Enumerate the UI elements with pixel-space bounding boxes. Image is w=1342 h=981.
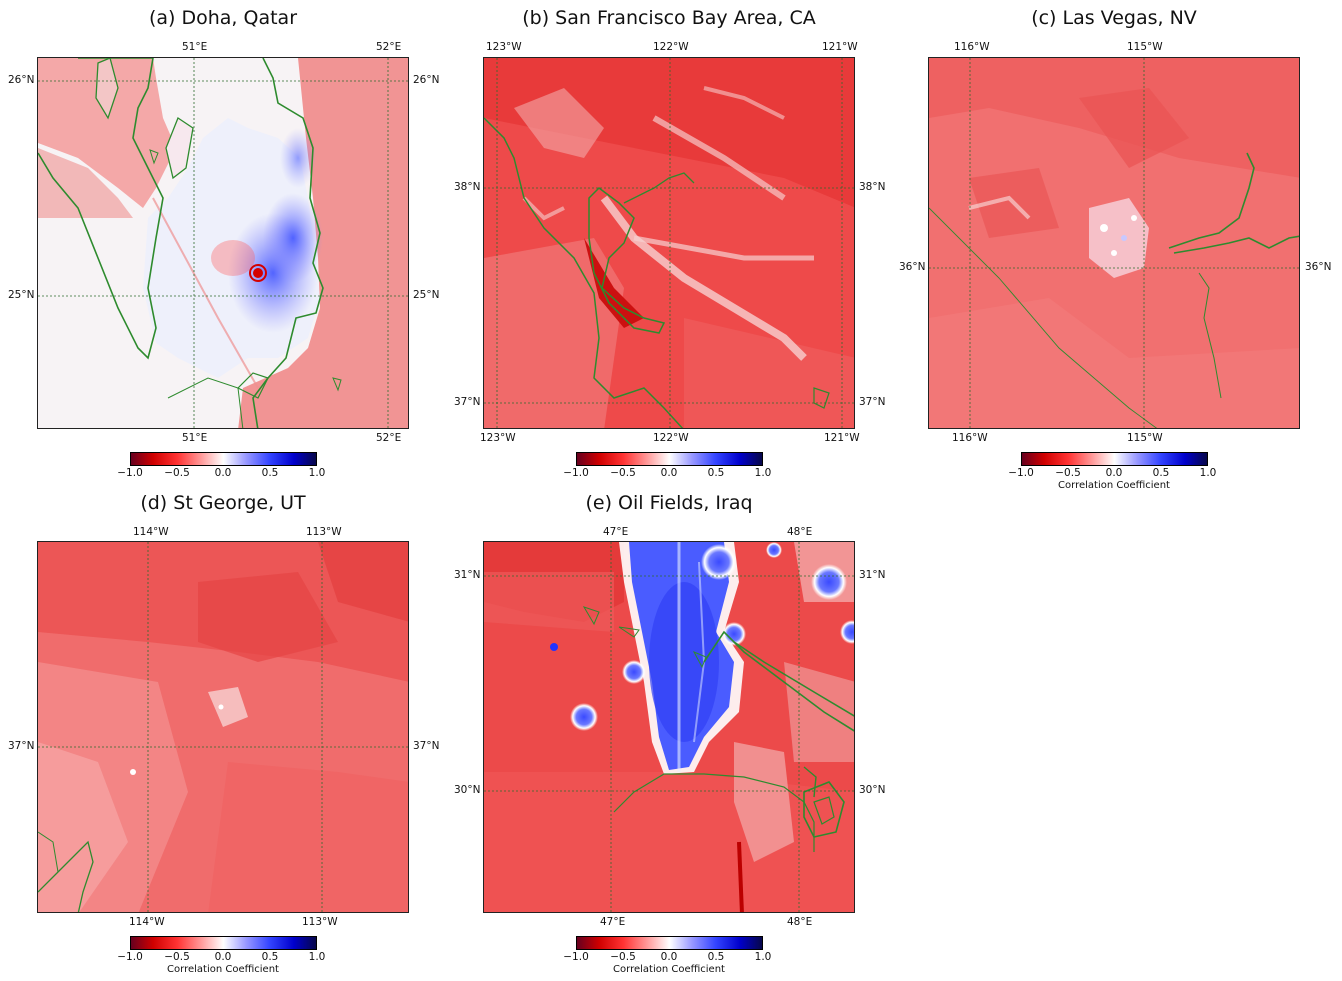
colorbar-tick: 0.5 — [1152, 467, 1170, 479]
colorbar — [130, 936, 317, 950]
colorbar-tick: −1.0 — [563, 467, 589, 479]
left-tick: 26°N — [8, 74, 35, 86]
left-tick: 37°N — [454, 396, 481, 408]
colorbar-tick: −1.0 — [563, 951, 589, 963]
map-las-vegas — [928, 57, 1300, 429]
bottom-tick: 121°W — [824, 432, 860, 444]
map-oil-fields — [483, 541, 855, 913]
top-tick: 122°W — [653, 41, 689, 53]
colorbar-tick: −0.5 — [164, 467, 190, 479]
map-sg-svg — [38, 542, 408, 912]
colorbar-tick: 0.5 — [261, 951, 279, 963]
map-doha-svg — [38, 58, 408, 428]
right-tick: 38°N — [859, 181, 886, 193]
right-tick: 36°N — [1305, 261, 1332, 273]
right-tick: 31°N — [859, 569, 886, 581]
colorbar-tick: −1.0 — [117, 951, 143, 963]
bottom-tick: 115°W — [1127, 432, 1163, 444]
colorbar-tick: 1.0 — [754, 467, 772, 479]
colorbar-tick: 0.0 — [660, 951, 678, 963]
colorbar-tick: 1.0 — [754, 951, 772, 963]
colorbar — [130, 452, 317, 466]
left-tick: 31°N — [454, 569, 481, 581]
bottom-tick: 48°E — [787, 916, 813, 928]
panel-title: (c) Las Vegas, NV — [1031, 7, 1197, 29]
colorbar-tick: 0.0 — [660, 467, 678, 479]
map-sf-svg — [484, 58, 854, 428]
colorbar-tick: −1.0 — [117, 467, 143, 479]
right-tick: 37°N — [859, 396, 886, 408]
panel-title: (d) St George, UT — [140, 492, 306, 514]
colorbar-tick: 0.5 — [707, 951, 725, 963]
colorbar-tick: 0.5 — [707, 467, 725, 479]
top-tick: 114°W — [133, 526, 169, 538]
top-tick: 113°W — [306, 526, 342, 538]
colorbar-tick: 1.0 — [308, 467, 326, 479]
left-tick: 37°N — [8, 740, 35, 752]
colorbar-tick: 1.0 — [1199, 467, 1217, 479]
colorbar — [576, 936, 763, 950]
top-tick: 47°E — [603, 526, 629, 538]
colorbar-label: Correlation Coefficient — [167, 964, 279, 975]
bottom-tick: 51°E — [182, 432, 208, 444]
right-tick: 37°N — [413, 740, 440, 752]
right-tick: 30°N — [859, 784, 886, 796]
colorbar-label: Correlation Coefficient — [613, 964, 725, 975]
colorbar — [1021, 452, 1208, 466]
bottom-tick: 116°W — [952, 432, 988, 444]
colorbar-tick: −0.5 — [164, 951, 190, 963]
right-tick: 25°N — [413, 289, 440, 301]
top-tick: 123°W — [486, 41, 522, 53]
map-lv-svg — [929, 58, 1299, 428]
bottom-tick: 123°W — [480, 432, 516, 444]
top-tick: 116°W — [954, 41, 990, 53]
panel-title: (b) San Francisco Bay Area, CA — [522, 7, 816, 29]
colorbar-tick: 0.0 — [214, 467, 232, 479]
bottom-tick: 122°W — [653, 432, 689, 444]
colorbar-tick: −1.0 — [1008, 467, 1034, 479]
colorbar-label: Correlation Coefficient — [1058, 480, 1170, 491]
panel-title: (a) Doha, Qatar — [148, 7, 298, 29]
colorbar-tick: −0.5 — [610, 951, 636, 963]
colorbar — [576, 452, 763, 466]
bottom-tick: 113°W — [302, 916, 338, 928]
right-tick: 26°N — [413, 74, 440, 86]
bottom-tick: 52°E — [376, 432, 402, 444]
left-tick: 38°N — [454, 181, 481, 193]
colorbar-tick: 0.0 — [214, 951, 232, 963]
map-san-francisco — [483, 57, 855, 429]
top-tick: 52°E — [376, 41, 402, 53]
top-tick: 115°W — [1127, 41, 1163, 53]
colorbar-tick: 0.5 — [261, 467, 279, 479]
colorbar-tick: −0.5 — [610, 467, 636, 479]
map-st-george — [37, 541, 409, 913]
bottom-tick: 47°E — [600, 916, 626, 928]
map-doha — [37, 57, 409, 429]
bottom-tick: 114°W — [129, 916, 165, 928]
colorbar-tick: −0.5 — [1055, 467, 1081, 479]
top-tick: 51°E — [182, 41, 208, 53]
panel-title: (e) Oil Fields, Iraq — [585, 492, 753, 514]
colorbar-tick: 0.0 — [1105, 467, 1123, 479]
left-tick: 36°N — [899, 261, 926, 273]
map-iraq-svg — [484, 542, 854, 912]
top-tick: 48°E — [787, 526, 813, 538]
left-tick: 25°N — [8, 289, 35, 301]
top-tick: 121°W — [822, 41, 858, 53]
colorbar-tick: 1.0 — [308, 951, 326, 963]
left-tick: 30°N — [454, 784, 481, 796]
